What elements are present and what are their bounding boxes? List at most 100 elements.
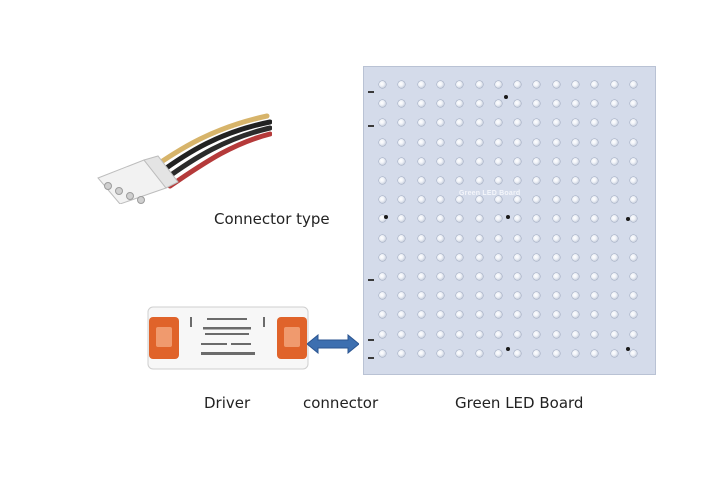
led <box>610 311 618 319</box>
led <box>379 311 386 319</box>
led <box>533 311 541 319</box>
led <box>591 157 599 165</box>
mounting-hole <box>626 347 630 351</box>
led <box>456 100 464 108</box>
led <box>552 196 560 204</box>
led <box>591 81 599 88</box>
led <box>514 292 522 300</box>
led <box>591 273 599 280</box>
led <box>398 292 406 300</box>
led <box>514 311 522 319</box>
led <box>552 234 560 242</box>
led <box>514 196 522 204</box>
led <box>610 81 618 88</box>
led <box>475 177 483 184</box>
led <box>379 215 386 223</box>
led <box>456 119 464 127</box>
led <box>552 253 560 261</box>
led <box>533 349 541 357</box>
led <box>629 100 637 108</box>
led <box>436 157 444 165</box>
led <box>591 119 599 127</box>
led <box>572 253 579 261</box>
led <box>398 215 406 223</box>
led <box>552 177 560 184</box>
led <box>552 100 560 108</box>
led <box>379 119 386 127</box>
led <box>417 253 425 261</box>
led <box>572 273 579 280</box>
led <box>494 253 502 261</box>
led <box>610 177 618 184</box>
led <box>629 138 637 146</box>
led <box>572 157 579 165</box>
led <box>398 349 406 357</box>
led <box>494 119 502 127</box>
led <box>552 273 560 280</box>
led <box>398 273 406 280</box>
led <box>572 196 579 204</box>
led <box>552 330 560 338</box>
led <box>475 234 483 242</box>
led <box>629 119 637 127</box>
led <box>552 311 560 319</box>
driver-image <box>147 306 309 370</box>
mounting-hole <box>506 215 510 219</box>
led <box>533 157 541 165</box>
led <box>629 234 637 242</box>
led <box>629 330 637 338</box>
led <box>494 81 502 88</box>
led <box>436 81 444 88</box>
led <box>514 119 522 127</box>
led <box>436 196 444 204</box>
led <box>533 253 541 261</box>
board-printed-title: Green LED Board <box>459 190 521 197</box>
mounting-hole <box>384 215 388 219</box>
led <box>436 330 444 338</box>
led <box>514 273 522 280</box>
led <box>379 330 386 338</box>
led <box>436 234 444 242</box>
led <box>475 138 483 146</box>
led <box>629 177 637 184</box>
led <box>436 253 444 261</box>
led <box>456 253 464 261</box>
led <box>629 253 637 261</box>
led <box>494 330 502 338</box>
led <box>398 196 406 204</box>
led <box>533 273 541 280</box>
green-led-board-caption: Green LED Board <box>455 394 584 412</box>
led <box>398 177 406 184</box>
led <box>610 196 618 204</box>
led <box>572 234 579 242</box>
led <box>629 349 637 357</box>
led <box>610 215 618 223</box>
led <box>629 157 637 165</box>
led <box>398 253 406 261</box>
led <box>610 138 618 146</box>
led <box>456 330 464 338</box>
led <box>572 292 579 300</box>
led <box>379 253 386 261</box>
led <box>533 292 541 300</box>
green-led-board-image: Green LED Board <box>363 66 656 375</box>
led <box>456 177 464 184</box>
led <box>533 215 541 223</box>
edge-marking <box>368 91 374 93</box>
led <box>436 138 444 146</box>
led <box>456 157 464 165</box>
led <box>475 119 483 127</box>
led <box>379 349 386 357</box>
led <box>629 292 637 300</box>
led <box>436 292 444 300</box>
led <box>436 311 444 319</box>
led <box>398 157 406 165</box>
led <box>514 253 522 261</box>
led <box>533 119 541 127</box>
led <box>494 273 502 280</box>
led <box>514 177 522 184</box>
edge-marking <box>368 339 374 341</box>
led <box>610 253 618 261</box>
edge-marking <box>368 357 374 359</box>
led <box>436 349 444 357</box>
